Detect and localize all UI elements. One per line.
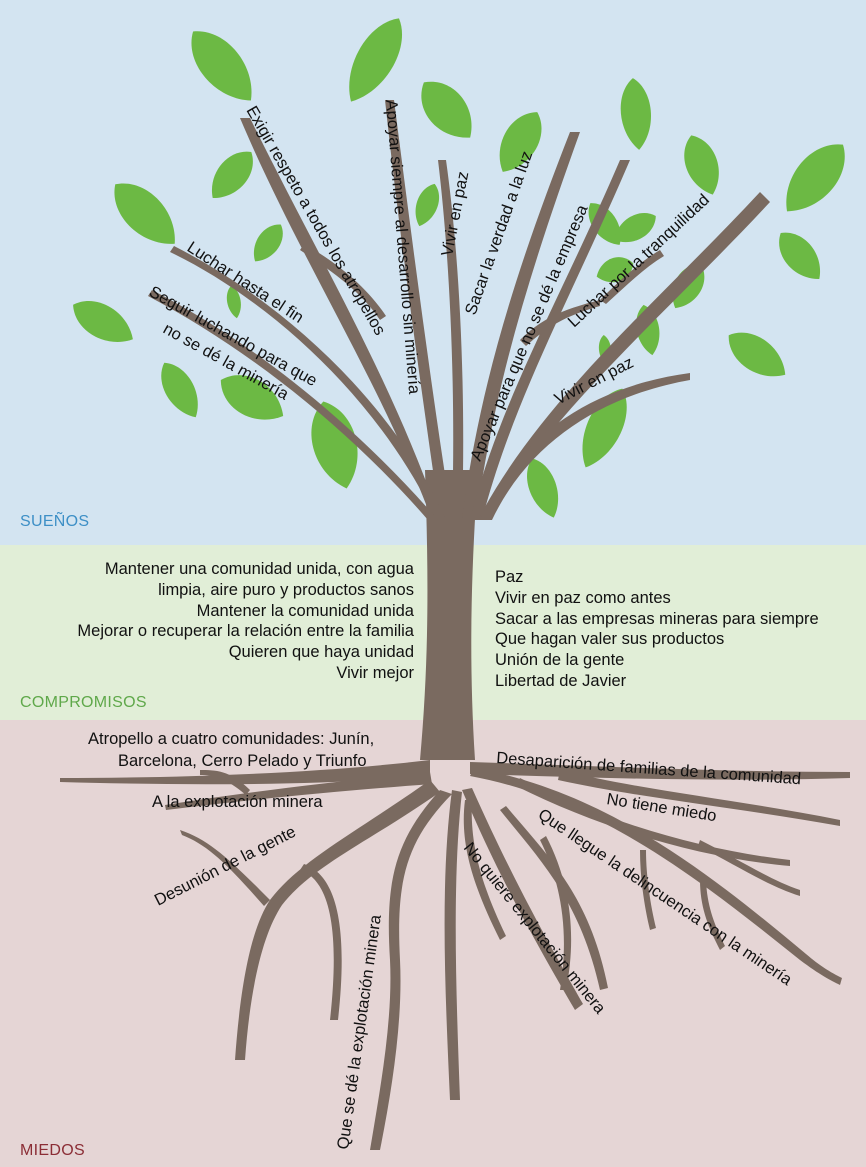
- list-item: Vivir mejor: [336, 663, 414, 682]
- list-item: limpia, aire puro y productos sanos: [158, 580, 414, 599]
- list-item: Mantener una comunidad unida, con agua: [104, 560, 414, 578]
- sueno-apoyar-siempre: Apoyar siempre al desarrollo sin minería: [382, 99, 423, 396]
- root-left-long: [60, 760, 430, 785]
- roots: [60, 760, 850, 1150]
- root-left-2: [165, 772, 432, 810]
- root-que-se-de: [370, 790, 452, 1150]
- list-item: Mejorar o recuperar la relación entre la…: [77, 622, 414, 641]
- list-item: Mantener la comunidad unida: [196, 601, 414, 620]
- miedo-explotacion: A la explotación minera: [152, 793, 323, 811]
- miedo-atropello-1: Atropello a cuatro comunidades: Junín,: [88, 730, 374, 748]
- list-item: Sacar a las empresas mineras para siempr…: [495, 609, 819, 628]
- compromisos-right-list: Paz Vivir en paz como antes Sacar a las …: [495, 567, 819, 692]
- section-label-compromisos: COMPROMISOS: [20, 694, 147, 711]
- branch-vivir-paz-1: [438, 160, 464, 520]
- list-item: Libertad de Javier: [495, 671, 627, 690]
- list-item: Quieren que haya unidad: [228, 643, 414, 662]
- branch-luchar-tranquilidad: [478, 192, 770, 520]
- section-label-miedos: MIEDOS: [20, 1142, 85, 1159]
- list-item: Vivir en paz como antes: [495, 588, 671, 607]
- list-item: Unión de la gente: [495, 651, 625, 670]
- trunk: [420, 470, 478, 760]
- root-delincuencia: [470, 768, 842, 985]
- root-center: [444, 790, 462, 1100]
- miedo-desaparicion: Desaparición de familias de la comunidad: [496, 749, 802, 788]
- branch-apoyar-siempre: [385, 100, 452, 520]
- trunk-and-branches: [148, 100, 770, 760]
- root-no-miedo: [516, 778, 790, 866]
- branch-seguir: [148, 290, 438, 520]
- root-no-quiere: [462, 788, 583, 1010]
- miedo-atropello-2: Barcelona, Cerro Pelado y Triunfo: [118, 752, 367, 770]
- branch-apoyar-para: [470, 160, 630, 520]
- branch-sacar: [462, 132, 580, 520]
- list-item: Paz: [495, 568, 524, 586]
- compromisos-left-list: Mantener una comunidad unida, con agua l…: [77, 559, 414, 684]
- section-label-suenos: SUEÑOS: [20, 513, 90, 530]
- list-item: Que hagan valer sus productos: [495, 630, 725, 649]
- branch-exigir: [240, 118, 440, 520]
